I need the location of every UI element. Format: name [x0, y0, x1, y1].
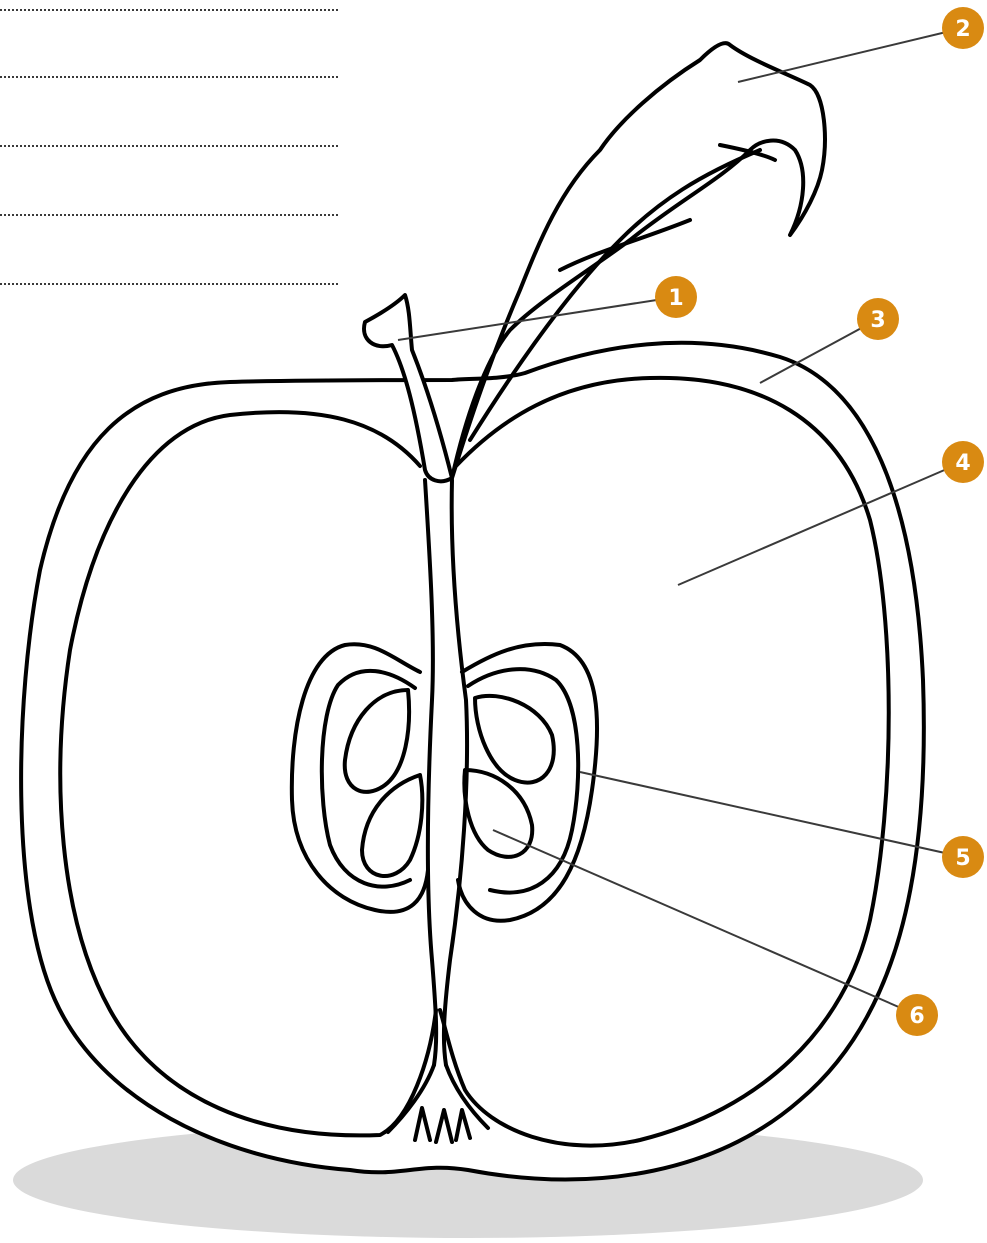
label-badge-5[interactable]: 5 — [942, 836, 984, 878]
label-number-5: 5 — [955, 846, 970, 871]
label-badge-1[interactable]: 1 — [655, 276, 697, 318]
label-number-6: 6 — [909, 1004, 924, 1029]
label-number-2: 2 — [955, 17, 970, 42]
label-number-1: 1 — [668, 286, 683, 311]
label-number-4: 4 — [955, 451, 970, 476]
leader-line-2 — [738, 28, 963, 82]
label-badge-4[interactable]: 4 — [942, 441, 984, 483]
label-badge-2[interactable]: 2 — [942, 7, 984, 49]
label-number-3: 3 — [870, 308, 885, 333]
label-badge-6[interactable]: 6 — [896, 994, 938, 1036]
apple-skin-outline — [21, 343, 924, 1180]
label-badge-3[interactable]: 3 — [857, 298, 899, 340]
